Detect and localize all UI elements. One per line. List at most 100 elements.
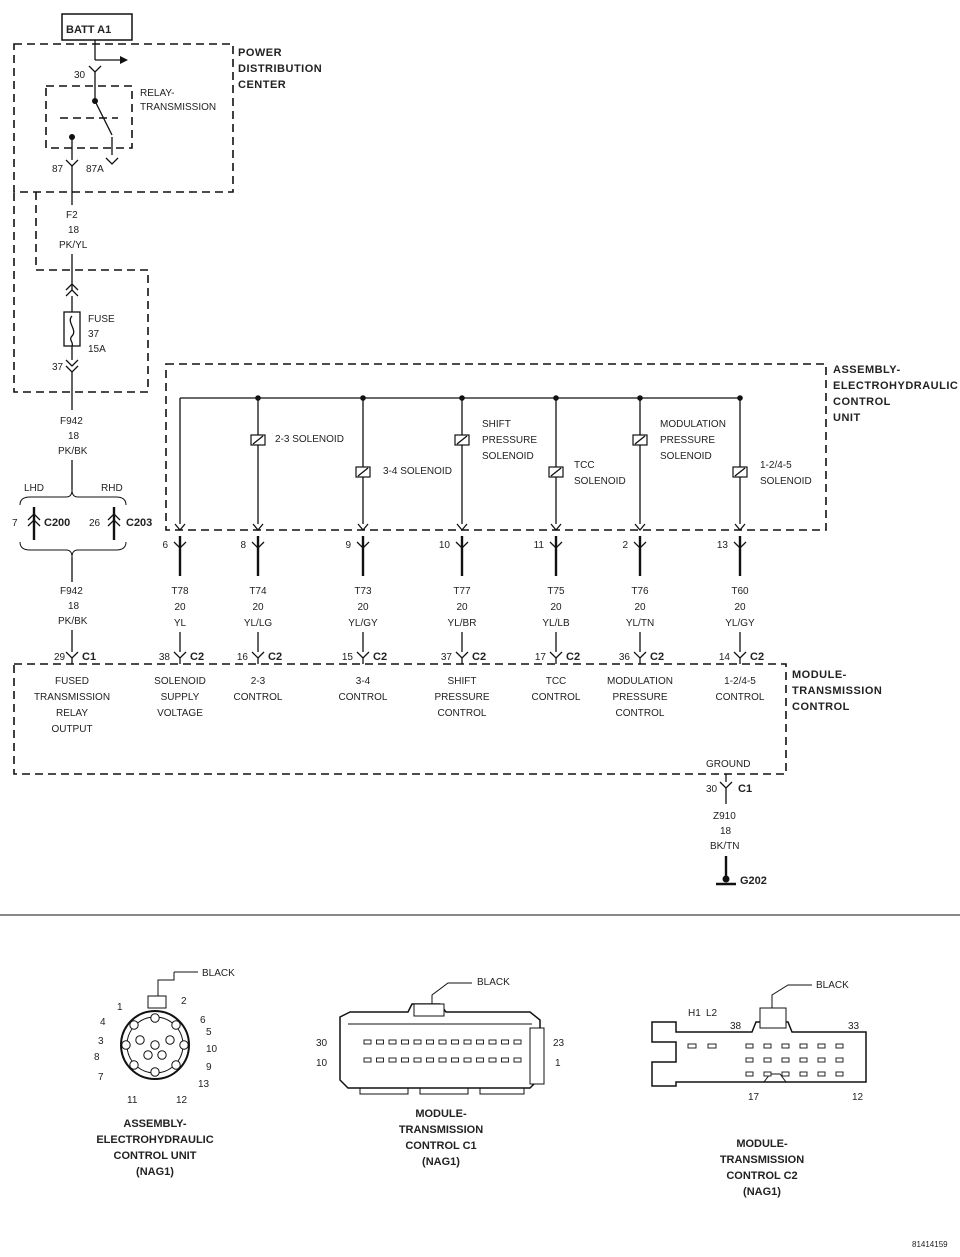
wire-label: 20 [252, 602, 264, 613]
c1-cavity [376, 1057, 384, 1063]
tcm-function-label: CONTROL [532, 692, 581, 703]
c1-cavity [488, 1057, 497, 1063]
wire-f942b-id: F942 [60, 586, 83, 597]
wire-label: T77 [453, 586, 471, 597]
ehcu-cavity-12 [157, 1050, 167, 1060]
ehcu-title-4: UNIT [833, 412, 861, 424]
tcm-function-label: PRESSURE [434, 692, 489, 703]
tcm-function-label: 3-4 [356, 676, 371, 687]
tcm-pin-number: 37 [441, 652, 453, 663]
c203-pin: 26 [89, 518, 101, 529]
ground-wire-id: Z910 [713, 811, 736, 822]
ehcu-title-2: ELECTROHYDRAULIC [833, 380, 958, 392]
bus-junction [255, 395, 261, 401]
c203-label: C203 [126, 517, 152, 529]
tcm-pin-29: 29 [54, 652, 66, 663]
c2-cavity [781, 1071, 790, 1077]
bus-junction [553, 395, 559, 401]
ehcu-pin-number: 9 [345, 540, 351, 551]
c1-pin-23: 23 [553, 1038, 565, 1049]
pin-87: 87 [52, 164, 64, 175]
ehcu-pin-label-1: 1 [117, 1002, 123, 1013]
bus-junction [360, 395, 366, 401]
ehcu-pin-number: 13 [717, 540, 729, 551]
ground-g202: G202 [740, 875, 767, 887]
tcm-conn-label: C2 [268, 651, 282, 663]
c1-cavity [451, 1057, 459, 1063]
tcm-pin-number: 14 [719, 652, 731, 663]
pin-30: 30 [74, 70, 86, 81]
solenoid-1: 2-3 SOLENOID [250, 434, 344, 446]
c2-cavity [835, 1071, 844, 1077]
ehcu-caption-1: ASSEMBLY- [123, 1118, 187, 1130]
c2-cavity [799, 1057, 808, 1063]
bus-junction [459, 395, 465, 401]
c2-cavity-power [687, 1043, 697, 1049]
c1-cavity [363, 1057, 372, 1063]
fuse-region [13, 192, 149, 393]
c1-cavity [476, 1057, 484, 1063]
ehcu-pin-label-10: 10 [206, 1044, 218, 1055]
bus-junction [637, 395, 643, 401]
ehcu-pin-label-7: 7 [98, 1072, 104, 1083]
wire-label: 20 [357, 602, 369, 613]
c2-cavity [763, 1043, 772, 1049]
ehcu-pin-number: 2 [622, 540, 628, 551]
wire-f942b-gauge: 18 [68, 601, 80, 612]
ehcu-pin-label-4: 4 [100, 1017, 106, 1028]
solenoid-label: SOLENOID [574, 476, 626, 487]
wire-label: 20 [734, 602, 746, 613]
tcm-pin-number: 16 [237, 652, 249, 663]
fuse-number: 37 [88, 329, 100, 340]
ehcu-cavity-1 [129, 1020, 139, 1030]
wire-label: YL/BR [448, 618, 477, 629]
ehcu-pin-label-13: 13 [198, 1079, 210, 1090]
ehcu-title-1: ASSEMBLY- [833, 364, 901, 376]
ehcu-pin-label-9: 9 [206, 1062, 212, 1073]
tcm-function-label: CONTROL [339, 692, 388, 703]
c1-cavity [426, 1039, 434, 1045]
tcm-conn-label: C2 [566, 651, 580, 663]
tcm-function-label: 2-3 [251, 676, 266, 687]
solenoid-label: 1-2/4-5 [760, 460, 792, 471]
ehcu-pin-label-2: 2 [181, 996, 187, 1007]
tcm-conn-label: C2 [472, 651, 486, 663]
fused-label-2: TRANSMISSION [34, 692, 110, 703]
c2-cavity [799, 1043, 808, 1049]
wire-label: YL/GY [348, 618, 378, 629]
c2-cavity [745, 1071, 754, 1077]
solenoid-label: SOLENOID [660, 451, 712, 462]
solenoid-label: SHIFT [482, 419, 511, 430]
wire-label: T75 [547, 586, 565, 597]
ground-wire-gauge: 18 [720, 826, 732, 837]
c2-cavity [835, 1057, 844, 1063]
ehcu-cavity-6 [171, 1060, 181, 1070]
tcm-function-label: VOLTAGE [157, 708, 203, 719]
tcm-pin-number: 17 [535, 652, 547, 663]
ehcu-cavity-7 [150, 1013, 160, 1023]
ehcu-cavity-2 [171, 1020, 181, 1030]
batt-box [61, 13, 133, 41]
c2-cavity [835, 1043, 844, 1049]
wire-label: 20 [550, 602, 562, 613]
c1-cavity [513, 1057, 522, 1063]
tcm-title-1: MODULE- [792, 669, 847, 681]
relay-box [45, 85, 133, 149]
ground-conn: C1 [738, 783, 752, 795]
ground-pin: 30 [706, 784, 718, 795]
tcm-title-2: TRANSMISSION [792, 685, 882, 697]
ehcu-cavity-4 [179, 1040, 189, 1050]
ehcu-caption-3: CONTROL UNIT [114, 1150, 197, 1162]
wire-label: 20 [634, 602, 646, 613]
fuse-37 [63, 311, 81, 347]
c2-caption-2: TRANSMISSION [720, 1154, 804, 1166]
ground-point [722, 875, 730, 883]
wire-label: T78 [171, 586, 189, 597]
c200-label: C200 [44, 517, 70, 529]
tcm-function-label: 1-2/4-5 [724, 676, 756, 687]
ehcu-cavity-10 [165, 1035, 175, 1045]
relay-label-2: TRANSMISSION [140, 102, 216, 113]
wire-label: YL/LG [244, 618, 273, 629]
ehcu-pin-label-8: 8 [94, 1052, 100, 1063]
